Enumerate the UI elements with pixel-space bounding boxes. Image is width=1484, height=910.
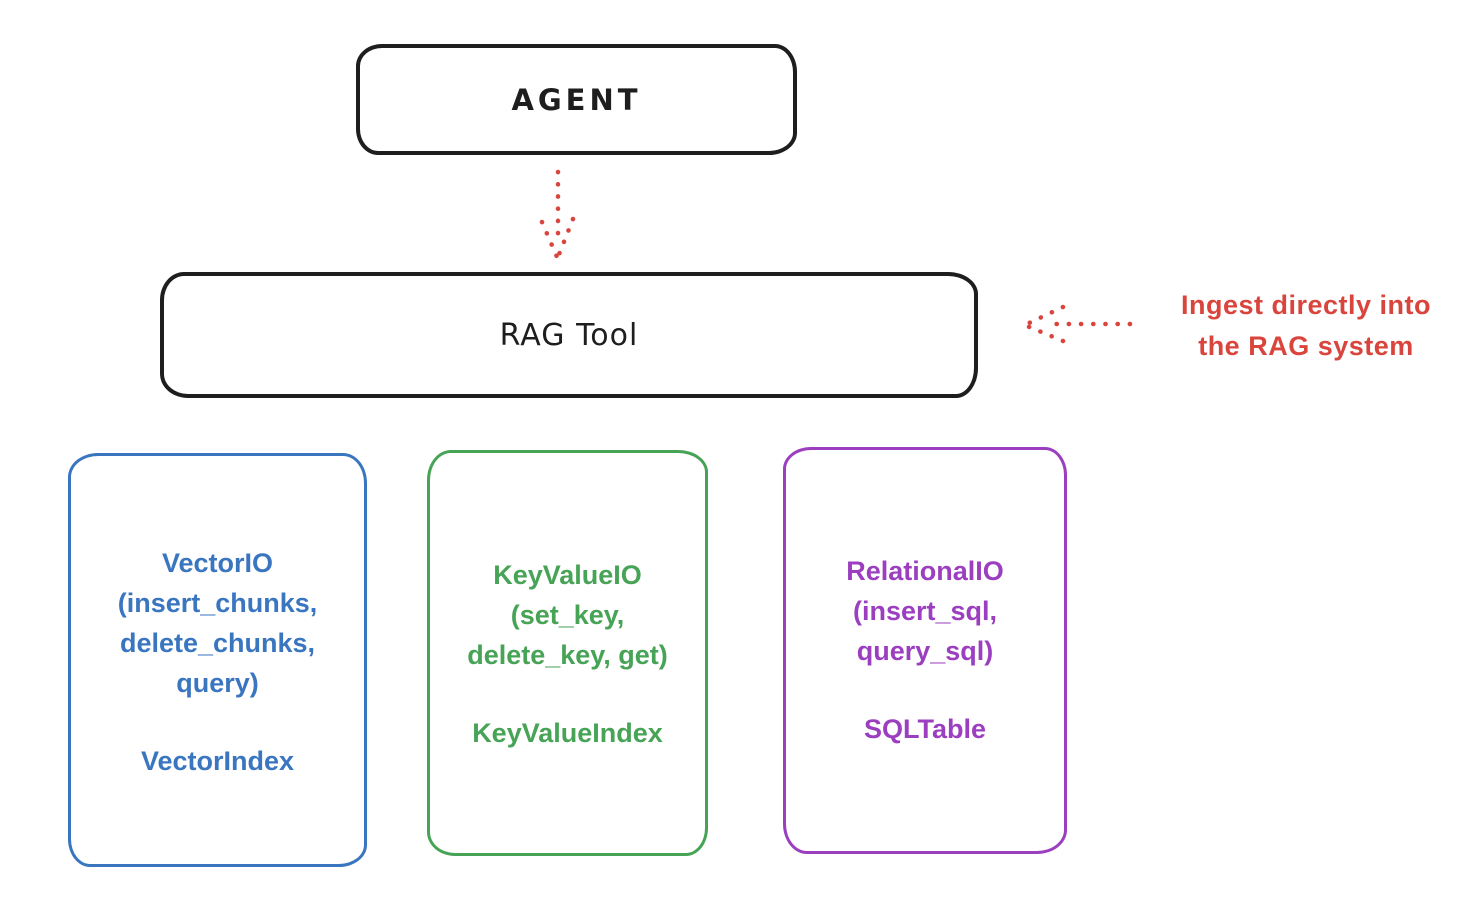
agent-to-rag-tool-arrow	[539, 169, 576, 260]
keyvalue-io-node: KeyValueIO (set_key, delete_key, get) Ke…	[427, 450, 708, 856]
ingest-annotation-line1: Ingest directly into	[1180, 290, 1432, 320]
relational-io-method-line: (insert_sql,	[852, 596, 998, 626]
rag-tool-node: RAG Tool	[160, 272, 978, 398]
sql-table-label: SQLTable	[863, 714, 986, 744]
agent-label: AGENT	[511, 82, 642, 117]
ingest-annotation: Ingest directly into the RAG system	[1138, 285, 1474, 367]
keyvalue-io-method-line: (set_key,	[510, 600, 625, 630]
rag-tool-label: RAG Tool	[499, 317, 639, 353]
keyvalue-io-title: KeyValueIO	[493, 560, 642, 590]
vector-io-node: VectorIO (insert_chunks, delete_chunks, …	[68, 453, 367, 867]
vector-io-method-line: query)	[176, 668, 259, 698]
keyvalue-index-label: KeyValueIndex	[472, 718, 663, 748]
agent-node: AGENT	[356, 44, 797, 155]
relational-io-node: RelationalIO (insert_sql, query_sql) SQL…	[783, 447, 1067, 854]
vector-index-label: VectorIndex	[140, 746, 295, 776]
relational-io-title: RelationalIO	[846, 556, 1004, 586]
relational-io-method-line: query_sql)	[856, 636, 994, 666]
keyvalue-io-method-line: delete_key, get)	[467, 640, 668, 670]
vector-io-title: VectorIO	[161, 548, 274, 578]
ingest-annotation-line2: the RAG system	[1198, 331, 1414, 361]
vector-io-method-line: (insert_chunks,	[117, 588, 318, 618]
annotation-to-rag-tool-arrow	[1024, 304, 1133, 344]
vector-io-method-line: delete_chunks,	[119, 628, 316, 658]
